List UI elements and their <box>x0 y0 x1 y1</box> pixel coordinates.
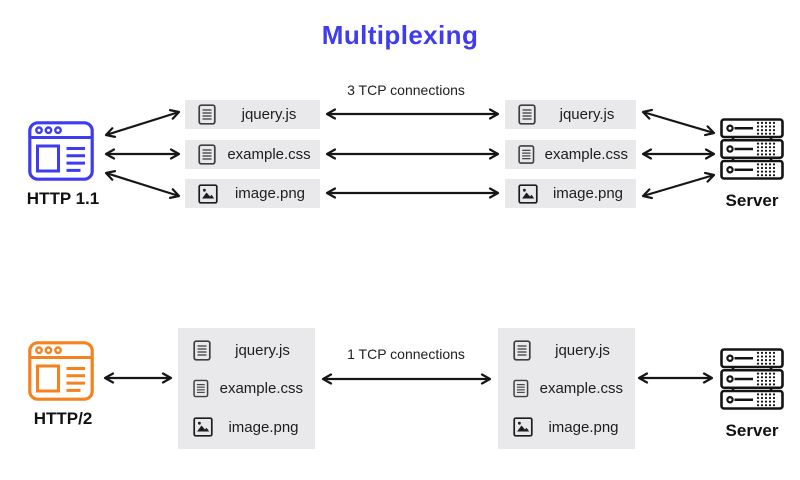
image-icon <box>193 417 213 437</box>
file-panel-http2-server: jquery.js example.css image.png <box>498 328 635 449</box>
document-icon <box>513 379 529 398</box>
document-icon <box>193 379 209 398</box>
image-icon <box>198 183 218 204</box>
document-icon <box>518 104 536 125</box>
http1-server-label: Server <box>725 191 779 210</box>
document-icon <box>193 339 211 361</box>
image-icon <box>518 183 538 204</box>
browser-icon-http2 <box>28 341 94 401</box>
file-name: image.png <box>552 185 624 202</box>
http2-client-label: HTTP/2 <box>33 409 93 428</box>
browser-icon-http1 <box>28 121 94 181</box>
http1-connection-label: 3 TCP connections <box>347 82 465 98</box>
arrow-http1-server-jquery <box>641 108 716 137</box>
file-name: image.png <box>228 418 299 436</box>
file-name: example.css <box>227 146 311 163</box>
file-chip-http1-server-jquery: jquery.js <box>505 100 636 129</box>
server-icon-http2 <box>720 348 784 410</box>
file-row-jquery: jquery.js <box>186 336 307 364</box>
http1-client-label: HTTP 1.1 <box>26 189 100 208</box>
file-chip-http1-server-image: image.png <box>505 179 636 208</box>
arrow-http1-client-jquery <box>104 109 181 138</box>
image-icon <box>513 417 533 437</box>
http2-connection-label: 1 TCP connections <box>347 346 465 362</box>
file-name: example.css <box>219 380 303 397</box>
file-name: jquery.js <box>555 341 610 359</box>
file-name: image.png <box>548 418 619 436</box>
document-icon <box>198 144 216 165</box>
file-name: jquery.js <box>559 106 615 123</box>
server-icon-http1 <box>720 118 784 180</box>
file-panel-http2-client: jquery.js example.css image.png <box>178 328 315 449</box>
arrow-http1-server-image <box>641 171 716 200</box>
file-row-image: image.png <box>186 413 307 441</box>
file-chip-http1-server-css: example.css <box>505 140 636 169</box>
file-row-css: example.css <box>506 375 627 403</box>
file-chip-http1-client-css: example.css <box>185 140 320 169</box>
document-icon <box>513 339 531 361</box>
http2-server-label: Server <box>725 421 779 440</box>
file-chip-http1-client-jquery: jquery.js <box>185 100 320 129</box>
file-name: jquery.js <box>235 341 290 359</box>
file-name: image.png <box>234 185 306 202</box>
page-title: Multiplexing <box>321 20 479 50</box>
file-row-image: image.png <box>506 413 627 441</box>
document-icon <box>198 104 216 125</box>
file-name: example.css <box>544 146 628 163</box>
file-name: jquery.js <box>241 106 297 123</box>
file-row-jquery: jquery.js <box>506 336 627 364</box>
file-row-css: example.css <box>186 375 307 403</box>
file-chip-http1-client-image: image.png <box>185 179 320 208</box>
document-icon <box>518 145 535 164</box>
file-name: example.css <box>539 380 623 397</box>
